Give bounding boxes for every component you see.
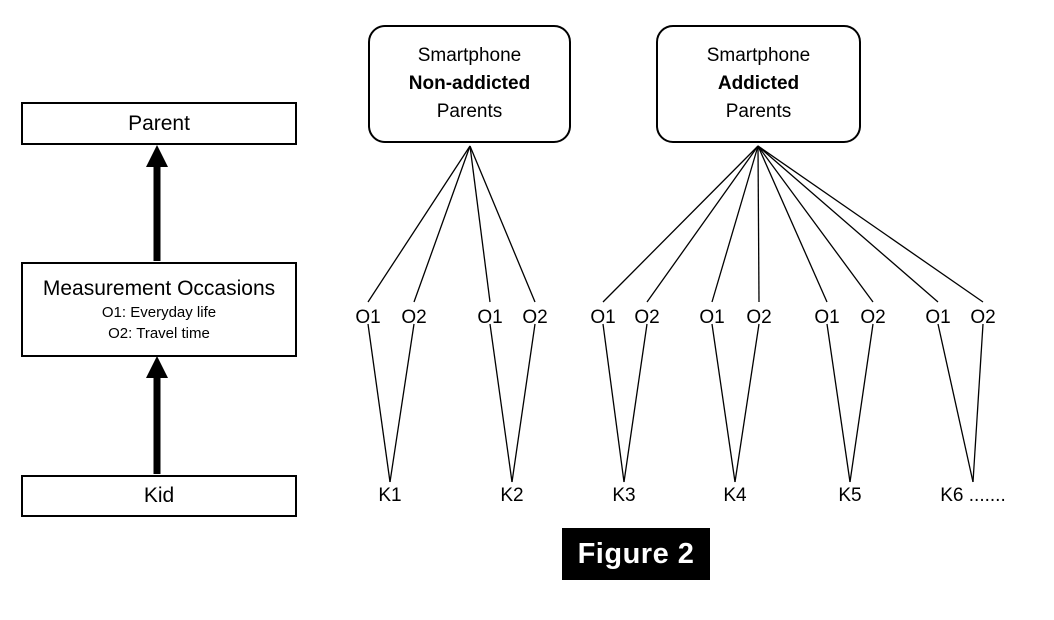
occasion-label-O1: O1 bbox=[925, 307, 951, 328]
kid-label-K1: K1 bbox=[378, 485, 402, 506]
line-addicted-to-K3-O1 bbox=[602, 145, 759, 303]
occasion-label-O2: O2 bbox=[970, 307, 996, 328]
occasion-label-O1: O1 bbox=[699, 307, 725, 328]
occasion-label-O1: O1 bbox=[814, 307, 840, 328]
group-box-addicted-parents: Smartphone Addicted Parents bbox=[656, 25, 861, 143]
hierarchy-connector-lines bbox=[367, 145, 984, 483]
occasion-label-O1: O1 bbox=[477, 307, 503, 328]
group-line-addicted: Addicted bbox=[717, 73, 800, 94]
line-O1-to-K6 bbox=[937, 323, 974, 483]
line-addicted-to-K6-O1 bbox=[757, 145, 939, 303]
line-O2-to-K3 bbox=[623, 323, 648, 483]
line-O2-to-K2 bbox=[511, 323, 536, 483]
occasion-label-O1: O1 bbox=[355, 307, 381, 328]
line-addicted-to-K5-O2 bbox=[757, 145, 874, 303]
line-O1-to-K4 bbox=[711, 323, 736, 483]
group-box-non-addicted-parents: Smartphone Non-addicted Parents bbox=[368, 25, 571, 143]
line-non-addicted-to-K1-O2 bbox=[413, 145, 471, 303]
line-addicted-to-K6-O2 bbox=[757, 145, 984, 303]
parent-level-box: Parent bbox=[21, 102, 297, 145]
kid-label-K2: K2 bbox=[500, 485, 524, 506]
occasion-label-O2: O2 bbox=[634, 307, 660, 328]
line-addicted-to-K4-O2 bbox=[757, 145, 760, 303]
arrow-measurement-to-parent bbox=[146, 145, 168, 261]
kid-label-K4: K4 bbox=[723, 485, 747, 506]
kid-level-box: Kid bbox=[21, 475, 297, 517]
group-line-smartphone: Smartphone bbox=[706, 45, 811, 66]
group-line-non-addicted: Non-addicted bbox=[408, 73, 531, 94]
line-non-addicted-to-K1-O1 bbox=[367, 145, 471, 303]
line-addicted-to-K3-O2 bbox=[646, 145, 759, 303]
measurement-occasion-o1-description: O1: Everyday life bbox=[101, 303, 217, 321]
arrow-kid-to-measurement bbox=[146, 356, 168, 474]
figure-caption: Figure 2 bbox=[562, 528, 710, 580]
occasion-label-O2: O2 bbox=[401, 307, 427, 328]
line-O1-to-K5 bbox=[826, 323, 851, 483]
line-O1-to-K3 bbox=[602, 323, 625, 483]
occasion-label-O2: O2 bbox=[522, 307, 548, 328]
line-O2-to-K5 bbox=[849, 323, 874, 483]
line-addicted-to-K5-O1 bbox=[757, 145, 828, 303]
group-line-parents: Parents bbox=[436, 101, 503, 122]
parent-level-label: Parent bbox=[128, 111, 190, 135]
line-O1-to-K1 bbox=[367, 323, 391, 483]
line-O2-to-K4 bbox=[734, 323, 760, 483]
measurement-occasion-o2-description: O2: Travel time bbox=[108, 324, 210, 342]
line-addicted-to-K4-O1 bbox=[711, 145, 759, 303]
occasion-label-O1: O1 bbox=[590, 307, 616, 328]
line-O2-to-K6 bbox=[972, 323, 984, 483]
occasion-label-O2: O2 bbox=[860, 307, 886, 328]
kid-label-K5: K5 bbox=[838, 485, 862, 506]
group-line-smartphone: Smartphone bbox=[417, 45, 522, 66]
kid-level-label: Kid bbox=[143, 484, 175, 507]
line-O2-to-K1 bbox=[389, 323, 415, 483]
kid-label-K3: K3 bbox=[612, 485, 636, 506]
line-non-addicted-to-K2-O1 bbox=[469, 145, 491, 303]
line-non-addicted-to-K2-O2 bbox=[469, 145, 536, 303]
kid-label-K6: K6 ....... bbox=[940, 485, 1006, 506]
measurement-occasions-title: Measurement Occasions bbox=[42, 276, 276, 300]
measurement-occasions-box: Measurement Occasions O1: Everyday life … bbox=[21, 262, 297, 357]
occasion-label-O2: O2 bbox=[746, 307, 772, 328]
line-O1-to-K2 bbox=[489, 323, 513, 483]
group-line-parents: Parents bbox=[725, 101, 792, 122]
